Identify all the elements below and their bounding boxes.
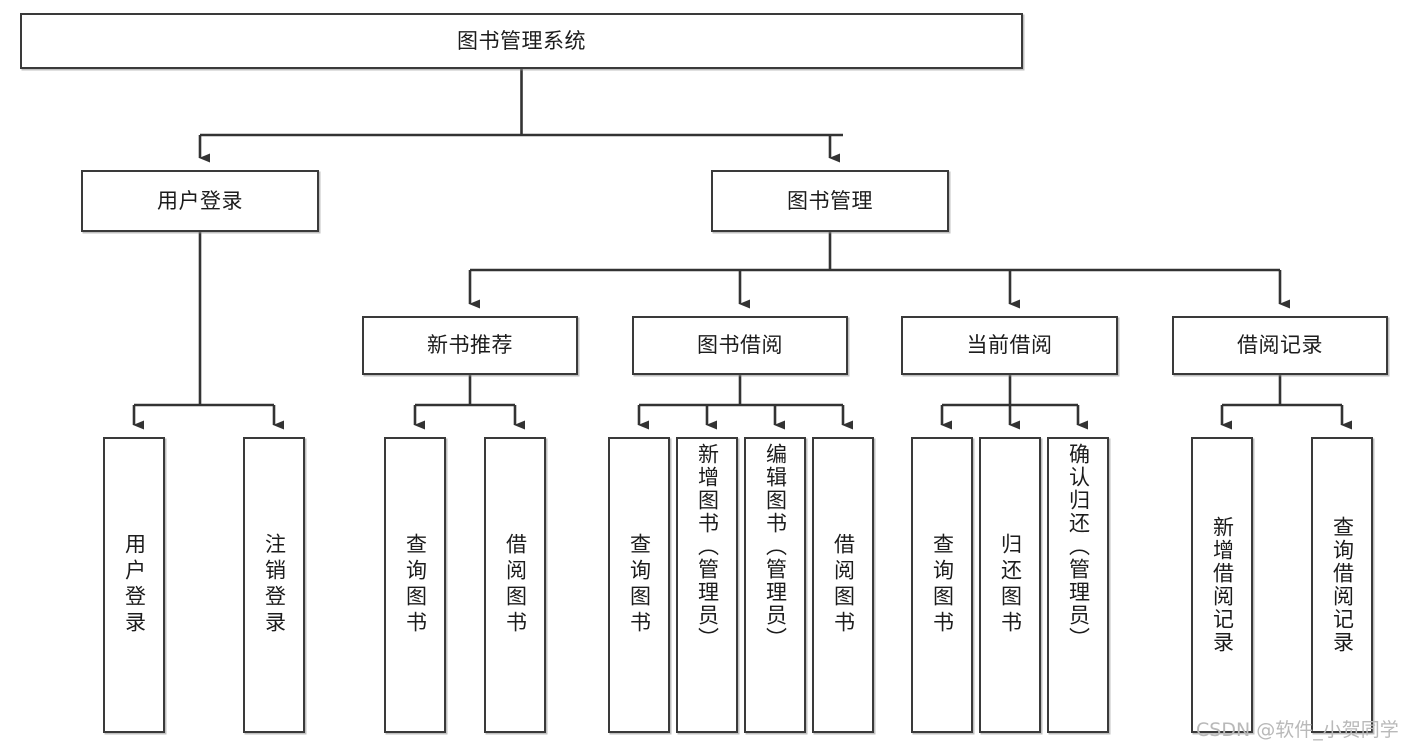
node-leaf-borrow-book-2[interactable]: 借阅图书 <box>812 437 874 733</box>
node-book-borrow[interactable]: 图书借阅 <box>632 316 848 375</box>
node-label: 新书推荐 <box>427 333 513 358</box>
node-label: 编辑图书（管理员） <box>763 443 788 650</box>
node-label: 注销登录 <box>262 533 287 637</box>
node-leaf-edit-book[interactable]: 编辑图书（管理员） <box>744 437 806 733</box>
node-label: 确认归还（管理员） <box>1066 443 1091 650</box>
node-label: 借阅图书 <box>503 533 528 637</box>
node-leaf-add-borrow-record[interactable]: 新增借阅记录 <box>1191 437 1253 733</box>
node-current-borrow[interactable]: 当前借阅 <box>901 316 1118 375</box>
node-book-management[interactable]: 图书管理 <box>711 170 949 232</box>
watermark-csdn: CSDN @软件_小贺同学 <box>1196 719 1399 741</box>
node-leaf-query-book-3[interactable]: 查询图书 <box>911 437 973 733</box>
node-leaf-borrow-book-1[interactable]: 借阅图书 <box>484 437 546 733</box>
node-label: 查询图书 <box>930 533 955 637</box>
node-leaf-logout-login[interactable]: 注销登录 <box>243 437 305 733</box>
node-leaf-query-book-2[interactable]: 查询图书 <box>608 437 670 733</box>
node-label: 图书借阅 <box>697 333 783 358</box>
node-leaf-user-login[interactable]: 用户登录 <box>103 437 165 733</box>
node-label: 借阅图书 <box>831 533 856 637</box>
node-root-system[interactable]: 图书管理系统 <box>20 13 1023 69</box>
node-borrow-record[interactable]: 借阅记录 <box>1172 316 1388 375</box>
node-label: 查询图书 <box>627 533 652 637</box>
node-label: 当前借阅 <box>966 333 1053 358</box>
node-label: 图书管理 <box>787 188 873 213</box>
node-label: 新增图书（管理员） <box>695 443 720 650</box>
node-leaf-confirm-return[interactable]: 确认归还（管理员） <box>1047 437 1109 733</box>
node-label: 查询图书 <box>403 533 428 637</box>
node-label: 归还图书 <box>998 533 1023 637</box>
node-new-book-recommend[interactable]: 新书推荐 <box>362 316 578 375</box>
node-label: 新增借阅记录 <box>1210 516 1235 654</box>
node-label: 用户登录 <box>157 188 243 213</box>
node-label: 查询借阅记录 <box>1330 516 1355 654</box>
node-user-login[interactable]: 用户登录 <box>81 170 319 232</box>
node-leaf-query-book-1[interactable]: 查询图书 <box>384 437 446 733</box>
node-leaf-return-book[interactable]: 归还图书 <box>979 437 1041 733</box>
node-leaf-add-book[interactable]: 新增图书（管理员） <box>676 437 738 733</box>
node-leaf-query-borrow-record[interactable]: 查询借阅记录 <box>1311 437 1373 733</box>
node-label: 用户登录 <box>122 533 147 637</box>
node-label: 图书管理系统 <box>457 28 586 53</box>
node-label: 借阅记录 <box>1237 333 1323 358</box>
